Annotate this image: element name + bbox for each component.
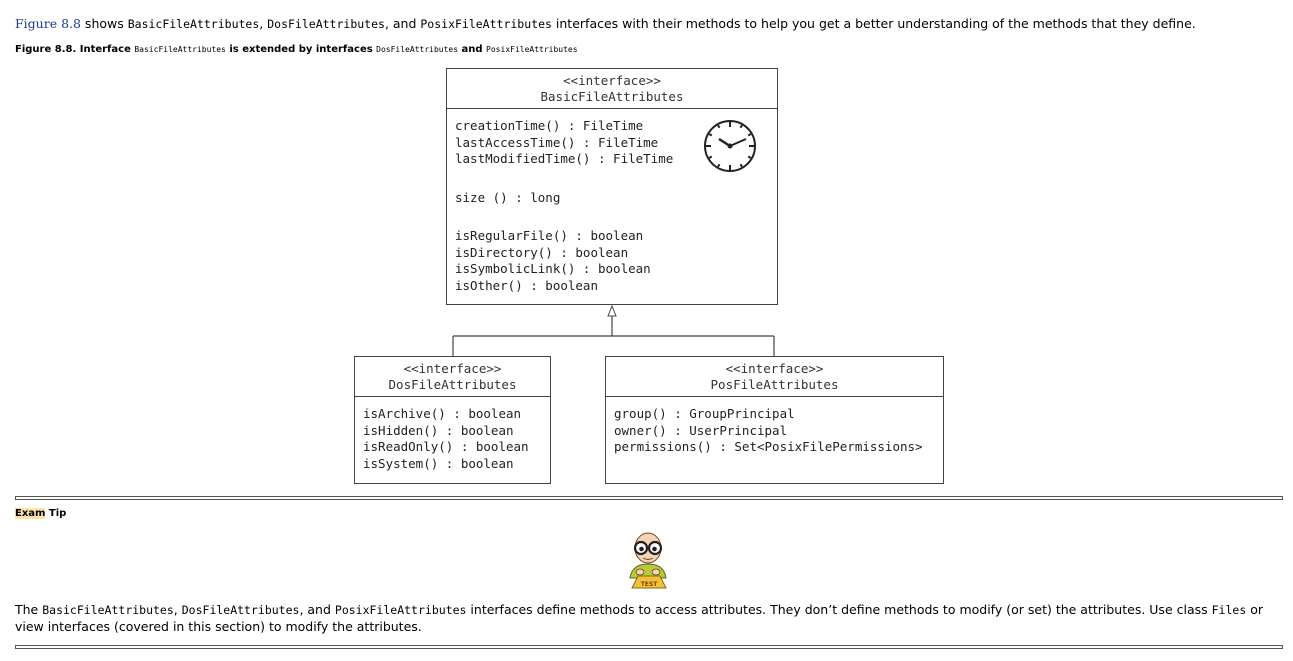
caption-text: Figure 8.8. Interface xyxy=(15,44,135,55)
divider xyxy=(15,645,1283,649)
intro-text: interfaces with their methods to help yo… xyxy=(551,16,1196,31)
intro-code: BasicFileAttributes xyxy=(127,17,260,31)
uml-method: isSymbolicLink() : boolean xyxy=(455,261,651,276)
uml-class-name: BasicFileAttributes xyxy=(540,89,684,104)
uml-method: isHidden() : boolean xyxy=(363,422,514,438)
intro-paragraph: Figure 8.8 shows BasicFileAttributes, Do… xyxy=(15,16,1196,31)
uml-method: isArchive() : boolean xyxy=(363,406,522,421)
uml-stereotype: <<interface>> xyxy=(403,361,502,376)
tip-code: DosFileAttributes xyxy=(181,603,300,617)
intro-text: , and xyxy=(384,16,421,31)
uml-posix-methods: group() : GroupPrincipal owner() : UserP… xyxy=(606,397,943,456)
exam-tip-highlight: Exam xyxy=(15,508,46,519)
tip-code: Files xyxy=(1211,603,1247,617)
uml-method: isReadOnly() : boolean xyxy=(363,439,529,454)
exam-tip-label: Tip xyxy=(45,508,67,519)
tip-text: , and xyxy=(299,602,335,617)
uml-class-name: PosFileAttributes xyxy=(710,377,839,392)
caption-code: BasicFileAttributes xyxy=(134,45,226,54)
clock-icon xyxy=(704,120,756,172)
uml-method: permissions() : Set<PosixFilePermissions… xyxy=(614,439,923,454)
tip-text: , xyxy=(173,602,182,617)
tip-paragraph: The BasicFileAttributes, DosFileAttribut… xyxy=(15,602,1280,634)
uml-method: isOther() : boolean xyxy=(455,277,598,293)
intro-code: DosFileAttributes xyxy=(267,17,385,31)
uml-method: lastAccessTime() : FileTime xyxy=(455,134,659,150)
uml-method: isRegularFile() : boolean xyxy=(455,228,644,243)
figure-link[interactable]: Figure 8.8 xyxy=(15,16,81,31)
tip-text: interfaces define methods to access attr… xyxy=(466,602,1212,617)
caption-code: DosFileAttributes xyxy=(376,45,459,54)
uml-stereotype: <<interface>> xyxy=(563,73,661,88)
uml-method: isDirectory() : boolean xyxy=(455,244,629,260)
exam-tip-heading: Exam Tip xyxy=(15,508,66,519)
uml-posix-header: <<interface>> PosFileAttributes xyxy=(606,357,943,397)
uml-dos-file-attributes: <<interface>> DosFileAttributes isArchiv… xyxy=(354,356,551,484)
tip-text: or view interfaces (covered in this sect… xyxy=(15,602,1264,634)
tip-code: PosixFileAttributes xyxy=(334,603,467,617)
caption-text: and xyxy=(458,44,487,55)
uml-method: creationTime() : FileTime xyxy=(455,118,644,133)
uml-stereotype: <<interface>> xyxy=(725,361,824,376)
intro-text: , xyxy=(259,16,268,31)
uml-method: isSystem() : boolean xyxy=(363,455,514,471)
uml-basic-file-attributes: <<interface>> BasicFileAttributes creati… xyxy=(446,68,778,305)
uml-basic-methods: creationTime() : FileTime lastAccessTime… xyxy=(447,109,777,294)
uml-basic-header: <<interface>> BasicFileAttributes xyxy=(447,69,777,109)
exam-character-icon: TEST xyxy=(629,532,667,589)
uml-posix-file-attributes: <<interface>> PosFileAttributes group() … xyxy=(605,356,944,484)
uml-method: lastModifiedTime() : FileTime xyxy=(455,151,674,166)
uml-class-name: DosFileAttributes xyxy=(388,377,517,392)
intro-code: PosixFileAttributes xyxy=(420,17,552,31)
uml-method: owner() : UserPrincipal xyxy=(614,422,788,438)
uml-dos-header: <<interface>> DosFileAttributes xyxy=(355,357,550,397)
svg-text:TEST: TEST xyxy=(641,581,659,588)
caption-text: is extended by interfaces xyxy=(225,44,377,55)
tip-code: BasicFileAttributes xyxy=(42,603,174,617)
caption-code: PosixFileAttributes xyxy=(486,45,578,54)
inheritance-connector xyxy=(452,304,775,357)
uml-method: group() : GroupPrincipal xyxy=(614,406,795,421)
uml-dos-methods: isArchive() : boolean isHidden() : boole… xyxy=(355,397,550,472)
figure-caption: Figure 8.8. Interface BasicFileAttribute… xyxy=(15,44,578,55)
divider xyxy=(15,496,1283,500)
uml-method: size () : long xyxy=(455,189,561,205)
tip-text: The xyxy=(15,602,43,617)
intro-text: shows xyxy=(80,16,128,31)
